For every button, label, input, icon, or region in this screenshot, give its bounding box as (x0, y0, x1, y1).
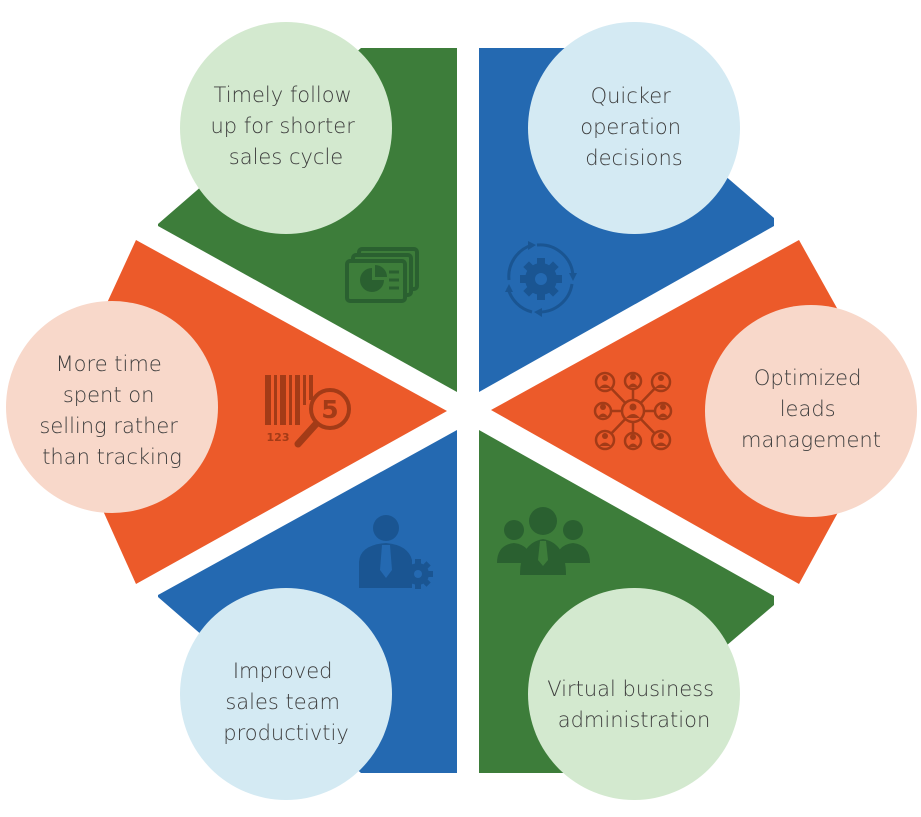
gear-cycle-icon (505, 241, 577, 317)
benefit-label-3: Optimized leads management (741, 366, 881, 452)
benefit-label-line: selling rather (39, 414, 178, 438)
benefit-bubble-1 (180, 22, 392, 234)
benefit-label-2: Quicker operation decisions (580, 84, 688, 170)
benefit-bubble-3 (705, 305, 917, 517)
benefit-label-line: Optimized (754, 366, 862, 390)
benefit-label-line: leads (780, 397, 836, 421)
presentation-chart-icon (345, 247, 419, 303)
network-people-icon (593, 371, 673, 451)
benefit-label-5: Improved sales team productivtiy (223, 659, 349, 745)
benefit-bubble-5 (180, 588, 392, 800)
benefit-label-line: up for shorter (210, 114, 355, 138)
benefit-label-line: administration (558, 708, 711, 732)
benefit-label-line: management (741, 428, 881, 452)
benefit-label-line: Virtual business (547, 677, 714, 701)
benefit-label-line: More time (56, 352, 162, 376)
benefit-label-line: sales team (225, 690, 340, 714)
magnifier-number-label: 5 (321, 395, 338, 424)
benefit-label-line: Improved (233, 659, 333, 683)
barcode-number-label: 123 (267, 431, 290, 444)
benefit-label-line: operation (580, 115, 681, 139)
benefit-bubble-2 (528, 22, 740, 234)
benefit-label-line: sales cycle (229, 145, 343, 169)
benefit-label-6: More time spent on selling rather than t… (39, 352, 184, 469)
benefit-bubbles (6, 22, 917, 800)
benefit-bubble-6 (6, 301, 218, 513)
barcode-magnifier-icon: 123 5 (265, 375, 351, 448)
benefit-labels: Timely follow up for shorter sales cycle… (39, 83, 881, 745)
benefit-label-line: Quicker (591, 84, 672, 108)
benefit-label-line: than tracking (42, 445, 182, 469)
benefit-label-1: Timely follow up for shorter sales cycle (210, 83, 361, 169)
benefit-label-line: decisions (585, 146, 683, 170)
benefit-bubble-4 (528, 588, 740, 800)
benefit-label-line: Timely follow (214, 83, 352, 107)
benefit-label-line: productivtiy (223, 721, 349, 745)
benefit-label-line: spent on (63, 383, 155, 407)
team-group-icon (497, 507, 590, 575)
benefit-label-4: Virtual business administration (547, 677, 721, 732)
person-gear-icon (359, 515, 433, 589)
